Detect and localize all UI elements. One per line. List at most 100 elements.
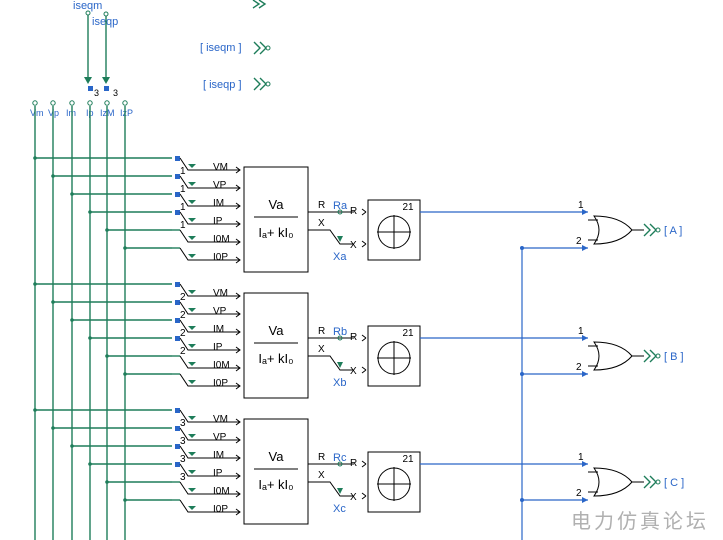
row2-input-wire-2 [179,319,240,333]
row3-output-x-label: X [318,470,325,481]
tag-iseqm-icon [253,41,267,55]
row2-input-arrowhead-0 [235,292,241,300]
row2-input-wire-0 [179,283,240,297]
row2-input-wire-5 [179,373,240,387]
row3-tap-dot-3 [88,462,92,466]
row3-relay-x-input: X [350,492,357,503]
row1-relay-x-input: X [350,240,357,251]
row3-selector-3 [175,462,180,467]
row3-input-arrowhead-1 [235,436,241,444]
row2-input-arrow-5 [188,380,196,384]
row3-input-arrow-5 [188,506,196,510]
row2-input-wire-3 [179,337,240,351]
arrow-iseqm [84,77,92,84]
row2-output-tag-icon [643,349,657,363]
row2-selector-1 [175,300,180,305]
row2-input-label-3: IP [213,342,223,353]
row2-tap-dot-3 [88,336,92,340]
row3-x-arrow [337,488,343,494]
bus-tap-node-IzP [122,100,128,106]
row1-input-arrowhead-0 [235,166,241,174]
row3-selector-index-3: 3 [180,472,186,483]
row1-selector-0 [175,156,180,161]
row1-selector-index-2: 1 [180,202,186,213]
row2-or-input-2: 2 [576,362,582,373]
row1-input-arrow-0 [188,164,196,168]
row2-relay-input-arrows [361,334,367,374]
row3-input-arrowhead-3 [235,472,241,480]
row2-formula-numerator: Va [269,323,285,338]
row2-selector-index-2: 2 [180,328,186,339]
row3-impedance-block [243,418,309,525]
row1-output-tag-icon [643,223,657,237]
row3-output-tag-node [655,479,661,485]
row3-tap-dot-2 [70,444,74,448]
row1-selector-index-3: 1 [180,220,186,231]
row2-tap-dot-2 [70,318,74,322]
row2-x-arrow [337,362,343,368]
row1-tap-dot-5 [123,246,127,250]
row2-input-label-0: VM [213,288,228,299]
row3-input-arrow-4 [188,488,196,492]
bus-tap-label-Im: Im [66,108,76,118]
row3-output-r-label: R [318,452,325,463]
row2-selector-index-1: 2 [180,310,186,321]
row2-selector-0 [175,282,180,287]
row1-input-arrowhead-1 [235,184,241,192]
row2-input-arrow-0 [188,290,196,294]
row2-output-tag-node [655,353,661,359]
row1-relay-number: 21 [402,202,414,213]
row3-or-input-2: 2 [576,488,582,499]
row1-input-label-3: IP [213,216,223,227]
row3-output-x-wire [308,481,354,497]
row3-r-signal-label: Rc [333,452,347,464]
row2-r-signal-label: Rb [333,326,347,338]
row1-output-x-wire [308,229,354,245]
row1-input-arrow-2 [188,200,196,204]
row1-input-arrowhead-2 [235,202,241,210]
bus-tap-node-IzM [104,100,110,106]
tag-iseqp-icon [253,77,267,91]
row2-or-gate [593,341,633,371]
row3-selector-index-2: 3 [180,454,186,465]
row3-input-label-4: I0M [213,486,230,497]
row2-input-arrow-4 [188,362,196,366]
row3-input-arrowhead-0 [235,418,241,426]
row2-trip-arrow-1 [582,335,588,341]
row3-tap-dot-0 [33,408,37,412]
row2-input-arrowhead-4 [235,364,241,372]
row2-output-x-label: X [318,344,325,355]
row1-input-arrow-4 [188,236,196,240]
row1-input-arrow-3 [188,218,196,222]
row1-formula-denominator: Iₐ+ kI₀ [258,225,293,240]
bus-tap-node-Vp [50,100,56,106]
row2-selector-index-3: 2 [180,346,186,357]
row3-input-wire-2 [179,445,240,459]
row2-input-arrowhead-3 [235,346,241,354]
row1-input-wire-4 [179,229,240,243]
row1-input-wire-2 [179,193,240,207]
row1-input-label-0: VM [213,162,228,173]
row1-output-r-label: R [318,200,325,211]
row1-selector-index-1: 1 [180,184,186,195]
row3-tap-dot-1 [51,426,55,430]
signal-label-iseqm: iseqm [73,0,102,12]
row3-input-wire-5 [179,499,240,513]
row3-tap-dot-5 [123,498,127,502]
row2-input-arrowhead-5 [235,382,241,390]
row1-selector-1 [175,174,180,179]
row3-input-label-3: IP [213,468,223,479]
signal-label-iseqp: iseqp [92,16,118,28]
row3-trip-arrow-1 [582,461,588,467]
row1-input-arrow-5 [188,254,196,258]
row1-formula-numerator: Va [269,197,285,212]
row2-trip-arrow-2 [582,371,588,377]
row1-relay-block [367,199,421,261]
row2-input-arrow-3 [188,344,196,348]
tag-iseqm-node [265,45,271,51]
row1-r-node [337,209,343,215]
row3-input-label-2: IM [213,450,224,461]
row3-selector-1 [175,426,180,431]
row3-x-signal-label: Xc [333,503,346,515]
row3-input-arrow-1 [188,434,196,438]
